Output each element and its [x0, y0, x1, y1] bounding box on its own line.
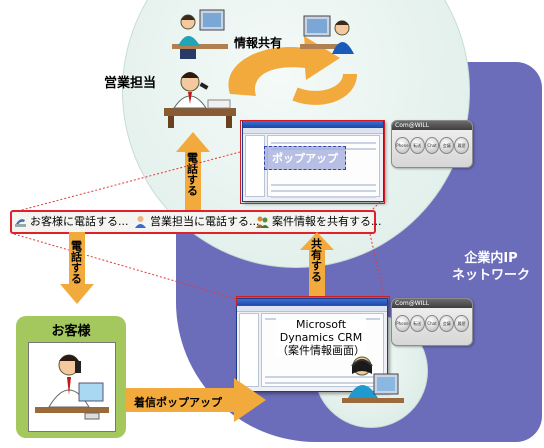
popup-label: ポップアップ [272, 152, 338, 165]
phone-app-bottom-btn-conference[interactable]: 会議 [439, 315, 455, 332]
info-share-label: 情報共有 [234, 36, 283, 50]
customer-figure [35, 354, 109, 420]
call-up-text: 電話する [185, 152, 199, 196]
popup-highlight-box [240, 120, 385, 204]
crm-window-top[interactable] [242, 120, 384, 202]
crm-window-top-titlebar [243, 121, 383, 128]
toolbar-call-customer[interactable]: お客様に電話する... [14, 212, 129, 230]
operator-figure [338, 352, 408, 418]
phone-app-top-btn-transfer[interactable]: 転送 [409, 137, 425, 154]
call-down-label: 電話する [69, 240, 83, 287]
crm-window-bottom-sidebar [239, 313, 259, 387]
crm-caption-line2: Dynamics CRM [279, 331, 363, 344]
phone-app-bottom-btn-transfer[interactable]: 転送 [409, 315, 425, 332]
phone-app-top[interactable]: Com@WILL Phone 転送 Chat 会議 履歴 [391, 120, 473, 168]
phone-app-bottom-btn-phone[interactable]: Phone [395, 315, 410, 332]
customer-photo-frame [28, 342, 116, 432]
toolbar-share-case[interactable]: 案件情報を共有する... [256, 212, 382, 230]
call-down-text: 電話する [69, 240, 83, 284]
call-toolbar: お客様に電話する... 営業担当に電話する... 案件情報を共有する... [10, 210, 382, 234]
call-up-arrow [176, 132, 210, 210]
share-icon [256, 215, 269, 228]
crm-bottom-highlight-box [236, 296, 390, 306]
customer-box: お客様 [16, 316, 126, 438]
network-label-line2: ネットワーク [452, 268, 531, 283]
toolbar-call-sales-label: 営業担当に電話する... [150, 215, 260, 228]
phone-app-bottom-btn-history[interactable]: 履歴 [454, 315, 469, 332]
network-label-line1: 企業内IP [464, 251, 518, 266]
phone-app-top-btn-phone[interactable]: Phone [395, 137, 410, 154]
toolbar-share-case-label: 案件情報を共有する... [272, 215, 382, 228]
crm-caption-line3: （案件情報画面） [277, 344, 365, 357]
colleague-figure-left [170, 6, 230, 64]
crm-caption: Microsoft Dynamics CRM （案件情報画面） [276, 318, 366, 357]
popup-bubble[interactable]: ポップアップ [264, 146, 346, 170]
toolbar-call-sales[interactable]: 営業担当に電話する... [134, 212, 260, 230]
info-share-arrow [228, 36, 357, 105]
share-text: 共有する [309, 238, 323, 282]
phone-app-top-btn-history[interactable]: 履歴 [454, 137, 469, 154]
phone-app-top-btn-conference[interactable]: 会議 [439, 137, 455, 154]
sales-rep-label: 営業担当 [104, 76, 157, 91]
call-up-label: 電話する [185, 152, 199, 199]
toolbar-call-customer-label: お客様に電話する... [30, 215, 129, 228]
crm-caption-line1: Microsoft [295, 318, 347, 331]
share-up-arrow [300, 232, 334, 296]
phone-app-top-title: Com@WILL [392, 121, 472, 130]
share-label: 共有する [309, 238, 323, 285]
person-icon [134, 215, 147, 228]
call-down-arrow [60, 232, 94, 304]
crm-window-bottom-titlebar [237, 299, 387, 306]
network-label: 企業内IP ネットワーク [452, 250, 530, 284]
crm-window-bottom-menubar [237, 306, 387, 312]
phone-icon [14, 215, 27, 228]
phone-app-bottom-title: Com@WILL [392, 299, 472, 308]
colleague-figure-right [300, 10, 360, 66]
customer-label: お客様 [51, 324, 91, 339]
phone-app-bottom-btn-chat[interactable]: Chat [424, 315, 440, 332]
sales-rep-figure [160, 64, 240, 130]
phone-app-top-btn-chat[interactable]: Chat [424, 137, 440, 154]
phone-app-bottom[interactable]: Com@WILL Phone 転送 Chat 会議 履歴 [391, 298, 473, 346]
crm-window-top-menubar [243, 128, 383, 134]
incoming-popup-arrow [126, 378, 266, 422]
incoming-popup-label: 着信ポップアップ [134, 396, 222, 409]
